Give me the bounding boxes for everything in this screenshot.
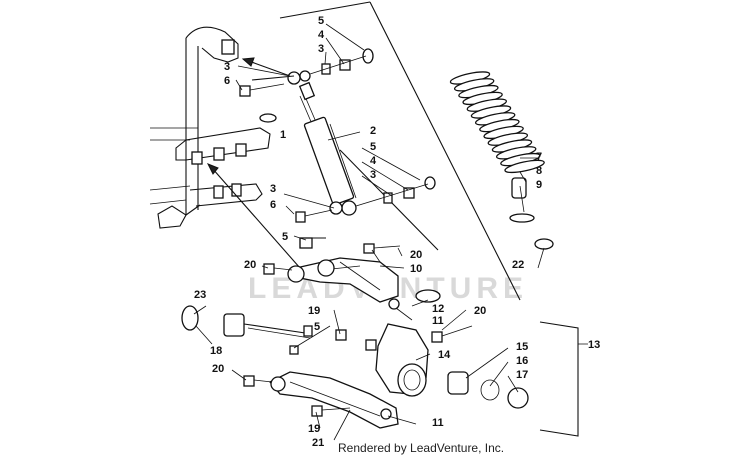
callout-label-10: 10	[410, 263, 422, 275]
callout-label-5c: 5	[282, 231, 288, 243]
callout-label-5b: 5	[370, 141, 376, 153]
callout-label-9: 9	[536, 179, 542, 191]
callout-label-23: 23	[194, 289, 206, 301]
shock-absorber	[298, 81, 357, 216]
callout-label-3a: 3	[318, 43, 324, 55]
callout-label-19b: 19	[308, 423, 320, 435]
callout-label-17: 17	[516, 369, 528, 381]
lower-shock-hardware	[295, 176, 436, 223]
callout-label-19a: 19	[308, 305, 320, 317]
leader-lines	[193, 23, 588, 441]
callout-label-20c: 20	[474, 305, 486, 317]
callout-label-3b: 3	[224, 61, 230, 73]
callout-label-20a: 20	[244, 259, 256, 271]
spring-coil	[504, 159, 545, 174]
callout-label-22: 22	[512, 259, 524, 271]
lower-a-arm	[243, 371, 399, 429]
spring-retainers	[509, 177, 554, 250]
callout-label-11a: 11	[432, 315, 444, 327]
spindle-assembly	[181, 305, 529, 409]
callout-label-4a: 4	[318, 29, 325, 41]
callout-label-1: 1	[280, 129, 286, 141]
callout-label-6b: 6	[270, 199, 276, 211]
callout-label-21: 21	[312, 437, 324, 449]
callout-label-8: 8	[536, 165, 542, 177]
callout-label-2: 2	[370, 125, 376, 137]
callout-label-3c: 3	[370, 169, 376, 181]
washer	[259, 113, 277, 123]
callout-label-5d: 5	[314, 321, 320, 333]
callout-label-20d: 20	[212, 363, 224, 375]
callout-label-16: 16	[516, 355, 528, 367]
callout-label-14: 14	[438, 349, 451, 361]
callout-label-7: 7	[536, 151, 542, 163]
credit-text: Rendered by LeadVenture, Inc.	[338, 441, 504, 455]
callout-label-12: 12	[432, 303, 444, 315]
callout-label-4b: 4	[370, 155, 377, 167]
callout-label-3d: 3	[270, 183, 276, 195]
coil-spring	[449, 71, 545, 174]
callout-label-6a: 6	[224, 75, 230, 87]
callout-label-11b: 11	[432, 417, 444, 429]
callout-label-20b: 20	[410, 249, 422, 261]
upper-a-arm	[263, 237, 441, 310]
callout-label-15: 15	[516, 341, 528, 353]
callout-label-13: 13	[588, 339, 600, 351]
callout-label-18: 18	[210, 345, 222, 357]
upper-shock-hardware	[239, 48, 374, 97]
vehicle-frame	[149, 26, 271, 229]
callout-label-5a: 5	[318, 15, 324, 27]
